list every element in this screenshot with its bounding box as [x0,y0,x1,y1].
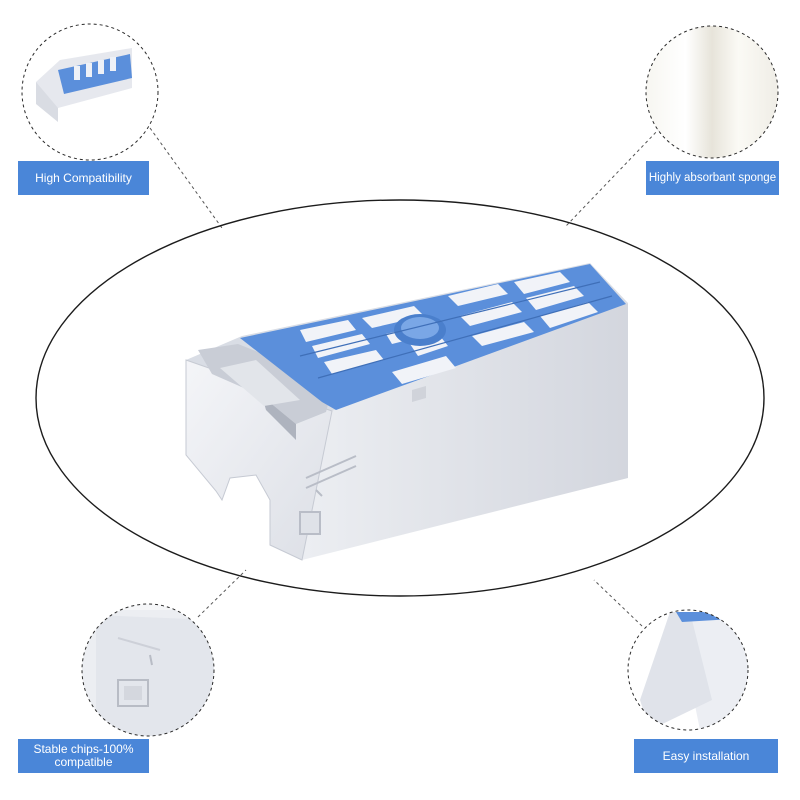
connector-top-right [565,127,661,227]
connector-bottom-left [197,569,247,618]
label-stable-chips: Stable chips-100% compatible [18,739,149,773]
detail-circle-top-left [21,23,159,161]
label-high-compatibility-text: High Compatibility [35,170,132,185]
detail-circle-top-right [645,25,779,159]
box-front-face [302,303,628,560]
label-easy-installation-text: Easy installation [662,748,750,763]
maintenance-box [185,263,628,561]
main-ellipse [35,199,765,597]
detail-circle-bottom-left [81,603,215,737]
connector-bottom-right [593,579,643,627]
detail-circle-bottom-right [627,609,749,731]
connector-lines [149,127,661,627]
label-absorbant-sponge-text: Highly absorbant sponge [648,171,777,184]
label-absorbant-sponge: Highly absorbant sponge [646,161,779,195]
label-easy-installation: Easy installation [634,739,778,773]
connector-top-left [149,127,223,229]
label-high-compatibility: High Compatibility [18,161,149,195]
label-stable-chips-text: Stable chips-100% compatible [33,742,134,769]
